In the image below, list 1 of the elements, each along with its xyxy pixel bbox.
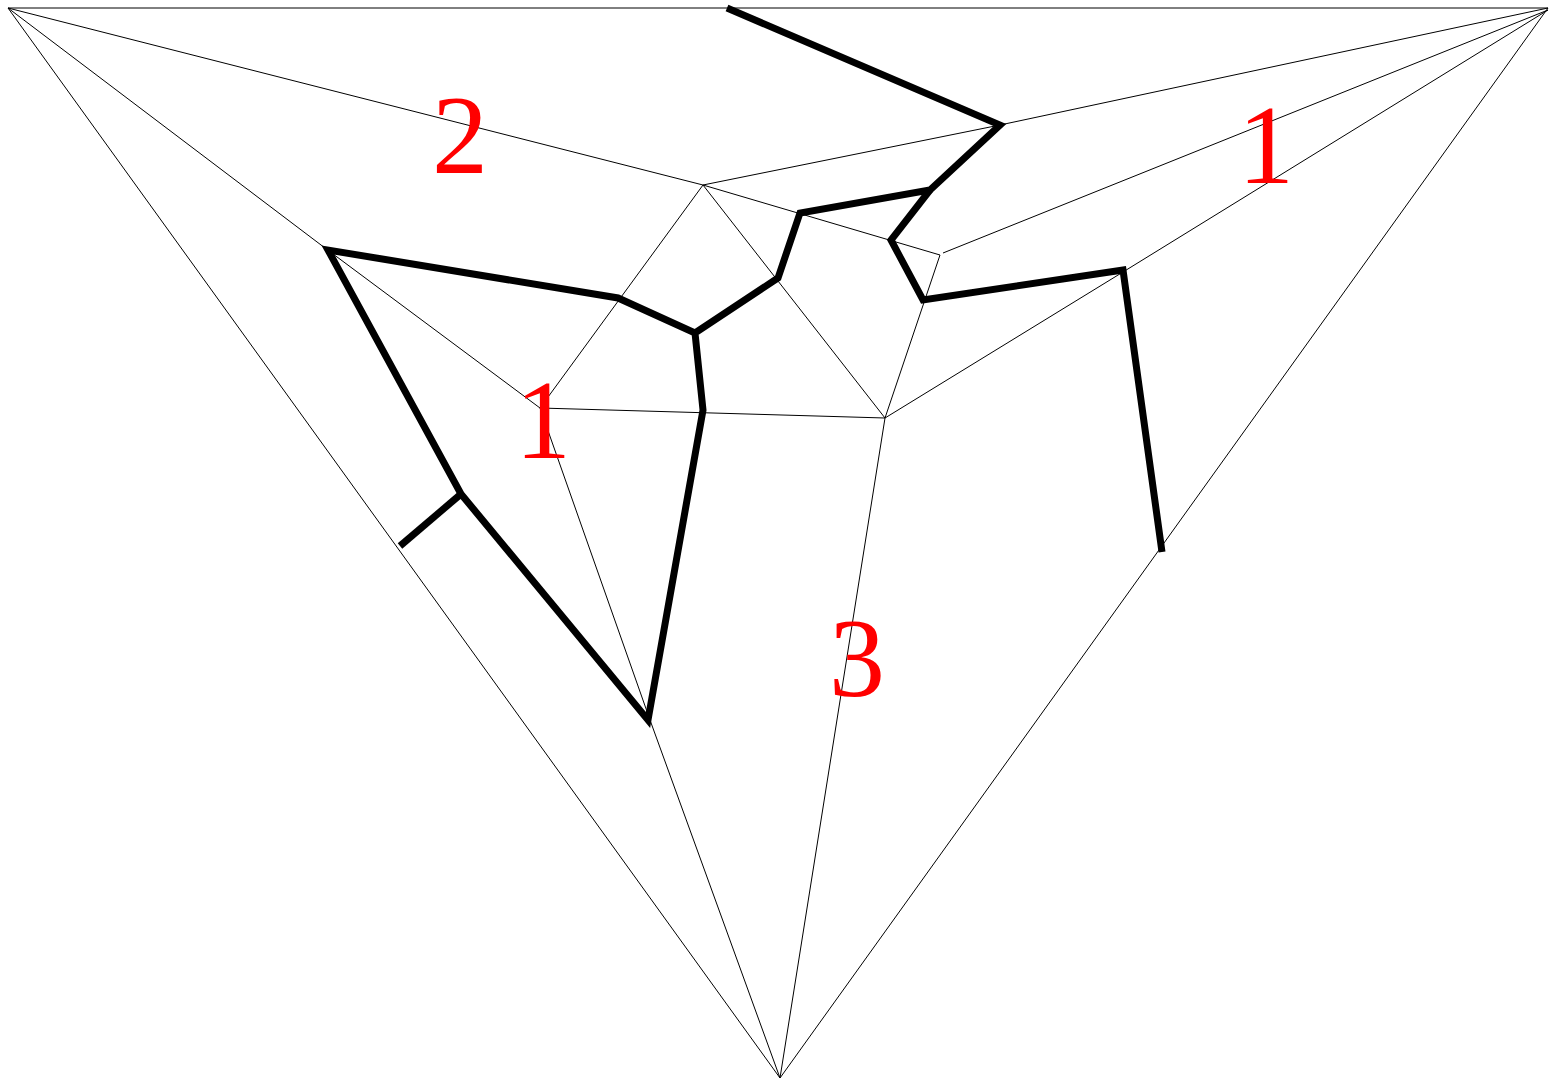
- region-number: 3: [829, 602, 885, 714]
